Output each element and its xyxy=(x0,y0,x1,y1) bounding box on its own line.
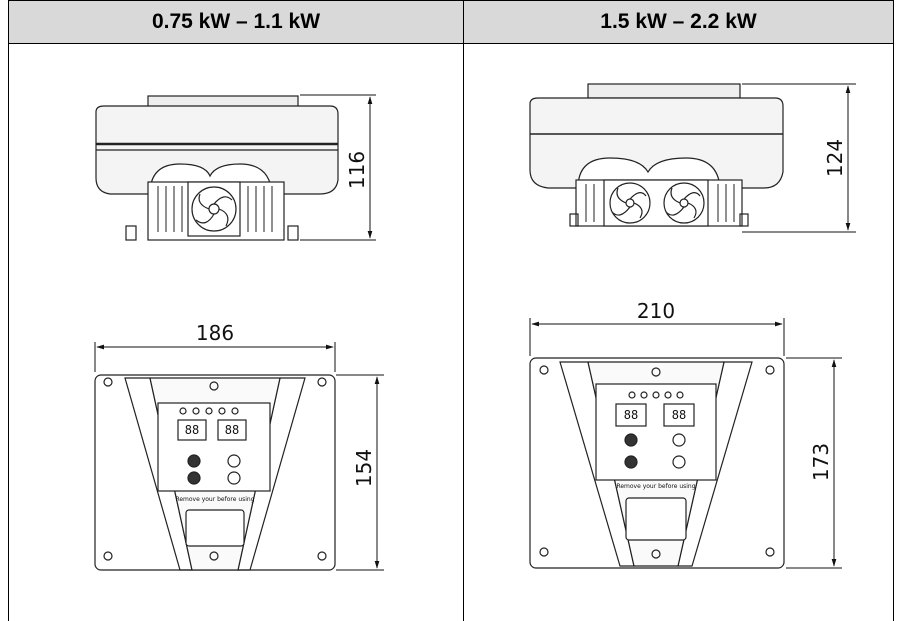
right-warning-text: Remove your before using xyxy=(616,483,695,490)
left-display-digits-2: 88 xyxy=(225,423,239,437)
left-front-height-dimension xyxy=(336,374,384,571)
right-display-digits-2: 88 xyxy=(672,408,686,422)
left-front-width-label: 186 xyxy=(196,321,234,345)
right-display-digits-1: 88 xyxy=(624,408,638,422)
right-side-view-drawing xyxy=(529,83,784,227)
left-front-height-label: 154 xyxy=(352,449,376,487)
left-side-height-label: 116 xyxy=(345,151,369,189)
right-front-width-dimension xyxy=(529,318,785,356)
left-side-height-dimension xyxy=(300,94,376,241)
column-divider xyxy=(463,0,464,621)
left-front-view-drawing xyxy=(94,374,336,571)
right-front-height-dimension xyxy=(786,357,842,569)
header-cell-small-range: 0.75 kW – 1.1 kW xyxy=(151,10,321,33)
right-side-height-dimension xyxy=(742,83,856,233)
header-cell-large-range: 1.5 kW – 2.2 kW xyxy=(600,10,757,33)
left-front-width-dimension xyxy=(94,342,336,372)
right-front-view-drawing xyxy=(529,357,785,569)
right-side-height-label: 124 xyxy=(823,139,847,177)
table-header-row xyxy=(8,0,894,44)
right-front-width-label: 210 xyxy=(637,299,675,323)
left-warning-text: Remove your before using xyxy=(175,496,254,503)
left-side-view-drawing xyxy=(95,95,339,241)
left-display-digits-1: 88 xyxy=(185,423,199,437)
right-front-height-label: 173 xyxy=(809,443,833,481)
